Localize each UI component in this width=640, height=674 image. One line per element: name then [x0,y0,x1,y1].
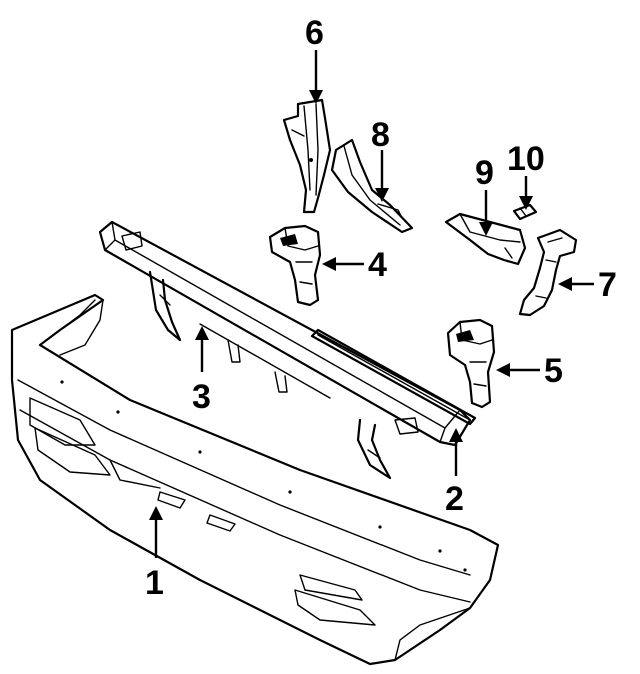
callout-4: 4 [368,246,387,284]
bumper-reinforcement [98,220,472,480]
callout-9: 9 [475,154,494,192]
curved-filler [330,138,414,234]
support-bracket [282,98,332,214]
leader-lines [149,50,594,558]
mounting-bracket-left [268,224,322,307]
end-bracket [518,228,578,317]
callout-1: 1 [145,564,164,602]
impact-strip [310,328,477,426]
bumper-cover [10,293,500,666]
callout-3: 3 [192,378,211,416]
callout-10: 10 [507,140,545,178]
callout-7: 7 [598,266,617,304]
callout-5: 5 [544,352,563,390]
side-bracket [444,212,527,266]
callout-8: 8 [371,116,390,154]
callout-6: 6 [305,14,324,52]
mounting-bracket-right [446,318,496,409]
callout-labels: 1 2 3 4 5 6 7 8 9 10 [145,14,617,602]
callout-2: 2 [445,480,464,518]
